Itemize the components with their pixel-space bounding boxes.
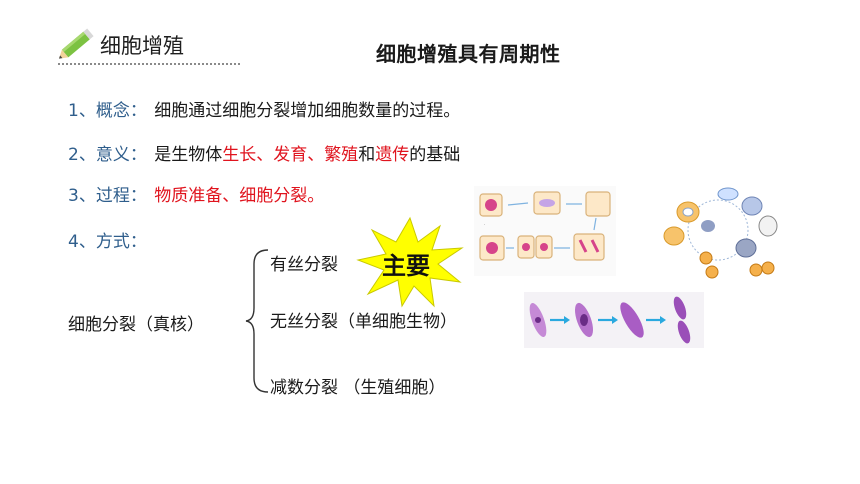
item-concept: 1、概念： 细胞通过细胞分裂增加细胞数量的过程。 bbox=[68, 96, 460, 121]
term-heredity: 遗传 bbox=[375, 145, 410, 165]
item-number: 2、意义： bbox=[68, 145, 147, 165]
header-title: 细胞增殖 bbox=[100, 34, 184, 58]
item-process: 3、过程： 物质准备、细胞分裂。 bbox=[68, 181, 324, 206]
item-number: 4、方式： bbox=[68, 232, 147, 252]
cell-cycle-image bbox=[648, 186, 786, 282]
term-sep: 、 bbox=[307, 145, 325, 165]
item-text: 细胞通过细胞分裂增加细胞数量的过程。 bbox=[154, 101, 461, 121]
badge-label: 主要 bbox=[382, 252, 430, 280]
branch-mitosis: 有丝分裂 bbox=[270, 255, 338, 275]
term-development: 发育 bbox=[273, 145, 308, 165]
term-growth: 生长 bbox=[222, 145, 257, 165]
starburst-badge bbox=[356, 216, 464, 308]
division-root: 细胞分裂（真核） bbox=[68, 315, 204, 335]
branch-amitosis: 无丝分裂（单细胞生物） bbox=[270, 312, 457, 332]
item-significance: 2、意义： 是生物体生长、发育、繁殖和遗传的基础 bbox=[68, 140, 460, 165]
term-reproduction: 繁殖 bbox=[324, 145, 359, 165]
svg-text:·: · bbox=[484, 222, 485, 227]
mitosis-stages-image: · bbox=[474, 186, 616, 276]
branch-meiosis: 减数分裂 （生殖细胞） bbox=[270, 378, 446, 398]
header-divider bbox=[58, 63, 240, 65]
amitosis-image bbox=[524, 292, 704, 348]
term-and: 和 bbox=[358, 145, 376, 165]
item-number: 3、过程： bbox=[68, 186, 147, 206]
item-number: 1、概念： bbox=[68, 101, 147, 121]
term-sep: 、 bbox=[256, 145, 274, 165]
page-title: 细胞增殖具有周期性 bbox=[376, 42, 561, 66]
item-suffix: 的基础 bbox=[409, 145, 461, 165]
item-method: 4、方式： bbox=[68, 227, 147, 252]
brace-icon bbox=[244, 248, 269, 398]
item-prefix: 是生物体 bbox=[154, 145, 223, 165]
item-text: 物质准备、细胞分裂。 bbox=[154, 186, 325, 206]
pencil-icon bbox=[56, 24, 100, 64]
